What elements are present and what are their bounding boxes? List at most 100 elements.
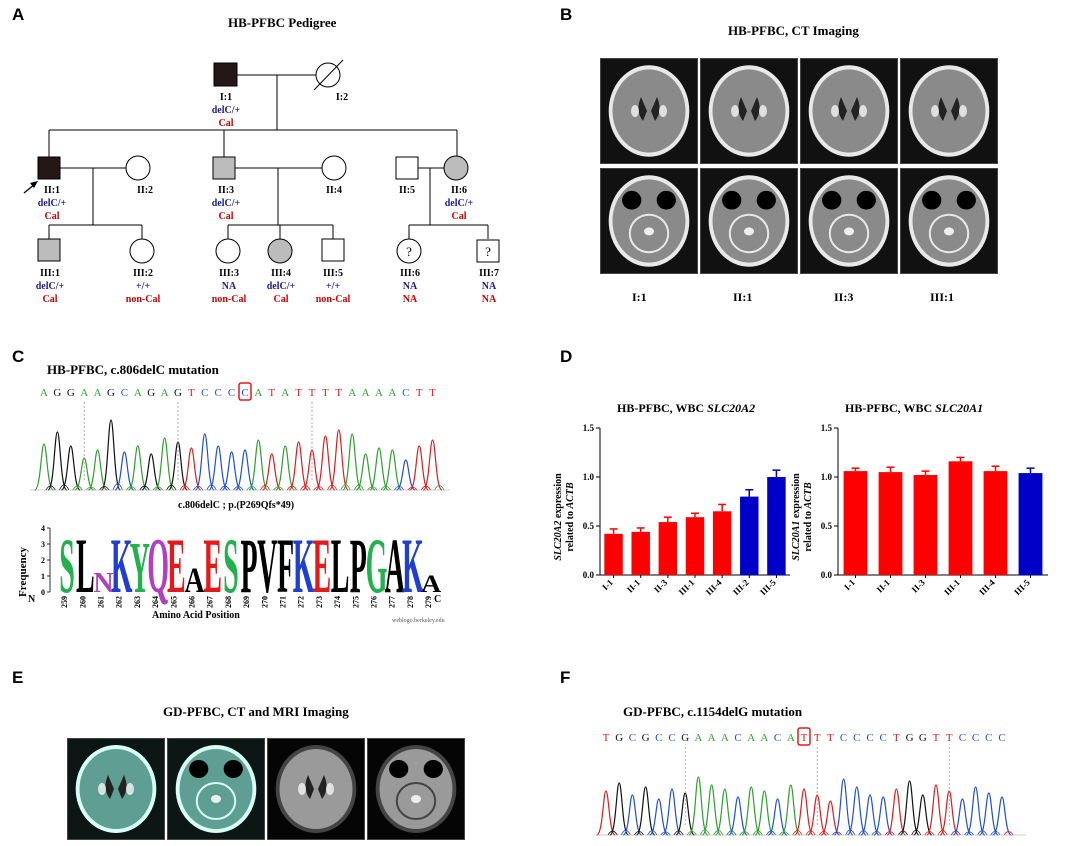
logo-letter: Q [147,523,169,610]
pheno-I1: Cal [219,118,234,129]
base-call: C [402,387,409,399]
logo-position: 263 [133,596,142,608]
bar [685,517,705,575]
panel-a-title: HB-PFBC Pedigree [228,15,337,30]
trace-peak [288,441,309,491]
trace-peak [60,445,81,491]
base-call: T [309,387,316,399]
y-tick-label: 0.5 [583,521,595,531]
label-II1: II:1 [44,185,60,196]
base-call: C [853,732,860,744]
pheno-III7: NA [482,294,497,305]
logo-letter: K [402,523,424,610]
logo-position: 276 [370,596,379,608]
ct-col-label-2: II:1 [733,290,753,304]
label-III3: III:3 [219,268,239,279]
trace-peak [648,798,669,836]
base-call: C [629,732,636,744]
logo-position: 259 [60,596,69,608]
x-tick-label: I-1 [600,577,615,592]
base-call: A [787,732,795,744]
pheno-II6: Cal [452,211,467,222]
base-call: G [906,732,914,744]
base-call: A [362,387,370,399]
trace-peak [754,790,775,836]
logo-letter: E [203,523,222,610]
label-II5: II:5 [399,185,415,196]
trace-peak [154,437,175,491]
x-tick-label: III-1 [677,577,697,597]
logo-position: 272 [297,596,306,608]
ct-col-label-4: III:1 [930,290,955,304]
y-tick-label: 0.0 [821,570,833,580]
bar [1018,473,1043,575]
base-call: T [335,387,342,399]
base-call: A [94,387,102,399]
logo-position: 275 [351,596,360,608]
trace-minor [1003,831,1014,836]
trace-peak [992,796,1012,836]
trace-peak [714,788,735,836]
base-call: G [681,732,689,744]
base-call: C [866,732,873,744]
pheno-III6: NA [403,294,418,305]
trace-minor [112,483,123,491]
x-tick-label: III-5 [758,577,778,597]
panel-b-letter: B [560,5,573,24]
x-tick-label: III-4 [704,577,724,597]
bar [767,477,786,575]
pheno-II1: Cal [45,211,60,222]
base-call: G [919,732,927,744]
bar [658,522,678,575]
logo-letter: L [76,523,95,610]
base-call: T [827,732,834,744]
logo-letter: P [241,523,258,610]
geno-III6: NA [403,281,418,292]
panel-f-letter: F [560,668,571,687]
base-call: C [241,387,248,399]
base-call: G [147,387,155,399]
pedigree-symbol-III6 [396,238,422,264]
geno-III7: NA [482,281,497,292]
base-call: T [322,387,329,399]
logo-position: 265 [169,596,178,608]
scan-image [67,738,165,840]
base-call: T [188,387,195,399]
chart1-title: HB-PFBC, WBC SLC20A2 [617,401,756,415]
geno-III2: +/+ [136,281,150,292]
trace-peak [873,796,894,836]
panel-d-letter: D [560,347,573,366]
mutation-box [797,727,811,746]
scan-image [900,58,998,164]
logo-position: 266 [188,596,197,608]
trace-peak [328,429,349,491]
logo-letter: E [167,523,186,610]
base-call: T [946,732,953,744]
trace-peak [622,794,643,836]
trace-peak [396,459,416,491]
trace-peak [860,794,880,836]
geno-III1: delC/+ [36,281,65,292]
logo-letter: V [257,523,277,610]
svg-text:?: ? [485,244,491,259]
svg-text:2: 2 [41,556,45,565]
base-call: C [228,387,235,399]
trace-peak [355,453,376,491]
trace-peak [315,435,336,491]
base-call: C [998,732,1005,744]
label-III6: III:6 [400,268,420,279]
panel-a-letter: A [12,5,25,24]
trace-peak [926,784,946,836]
scan-image [800,58,898,164]
x-tick-label: I-1 [842,577,857,592]
logo-position: 261 [97,596,106,608]
chart2-title: HB-PFBC, WBC SLC20A1 [845,401,984,415]
logo-position: 268 [224,596,233,608]
base-call: A [747,732,755,744]
x-tick-label: III-1 [942,577,962,597]
trace-peak [662,788,682,836]
ct-col-label-1: I:1 [632,290,647,304]
pheno-III1: Cal [43,294,58,305]
